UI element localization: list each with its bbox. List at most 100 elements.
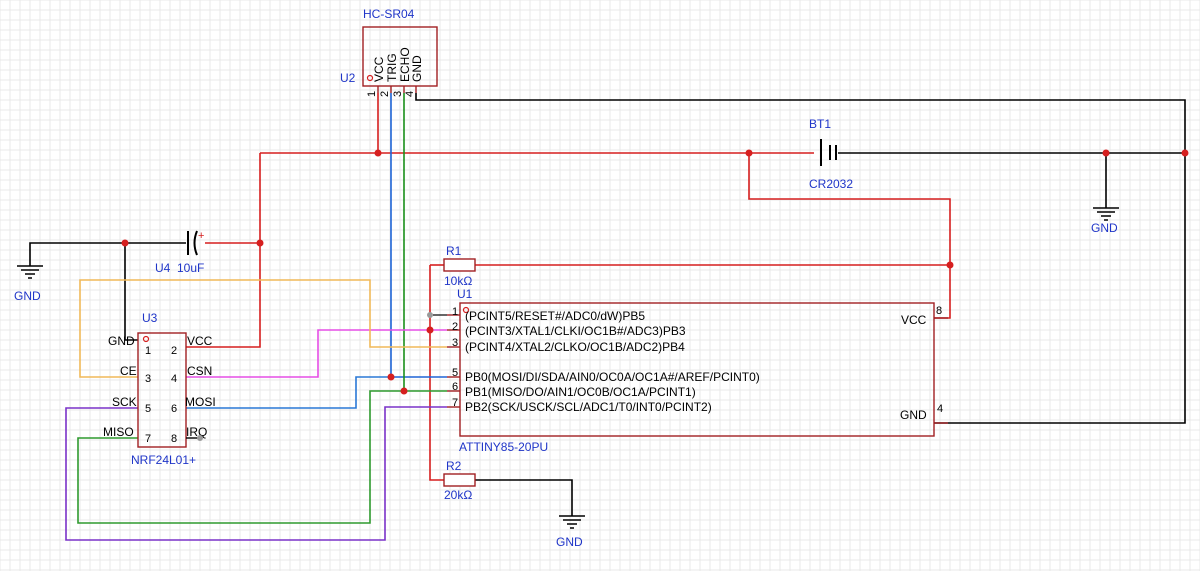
attiny-pinnum: 7 [452, 397, 458, 409]
pin1-marker [142, 335, 150, 343]
nrf-label-mosi: MOSI [185, 395, 216, 409]
ground-symbol-battery [1093, 207, 1119, 221]
junctions [121, 149, 1189, 395]
nrf-label-ce: CE [120, 364, 137, 378]
attiny-pinnum: 1 [452, 306, 458, 318]
junction-dot [400, 387, 408, 395]
nrf-pinnum: 2 [171, 345, 177, 357]
hcsr04-sensor[interactable]: HC-SR04 U2 VCC TRIG ECHO GND 1 2 3 4 [340, 7, 438, 97]
nrf-label-vcc: VCC [187, 334, 213, 348]
hcsr04-pinnum: 2 [379, 91, 391, 97]
wire-divider-vertical[interactable] [429, 265, 444, 481]
nrf24l01-module[interactable]: U3 GND CE SCK MISO VCC CSN MOSI IRQ 1 3 … [103, 311, 216, 467]
ground-symbol-r2 [559, 515, 585, 529]
attiny-pinnum: 6 [452, 381, 458, 393]
nrf-pinnum: 4 [171, 373, 177, 385]
attiny-gnd-label: GND [900, 408, 927, 422]
irq-noconnect [197, 435, 203, 441]
wire-csn[interactable] [186, 329, 447, 378]
attiny-pinnum: 4 [937, 403, 943, 415]
attiny-pin-label-pb4: (PCINT4/XTAL2/CLKO/OC1B/ADC2)PB4 [465, 340, 685, 354]
capacitor-u4[interactable]: + U4 10uF [155, 230, 204, 275]
gnd-label: GND [556, 535, 583, 549]
attiny-pinnum: 8 [936, 305, 942, 317]
resistor-r2[interactable]: R2 20kΩ [443, 459, 476, 502]
resistor-r1[interactable]: R1 10kΩ [443, 244, 476, 288]
junction-dot [946, 261, 954, 269]
wire-gnd-attiny[interactable] [934, 153, 1186, 424]
attiny-body [459, 302, 935, 437]
pb5-noconnect [427, 312, 433, 318]
attiny-pin-label-pb2: PB2(SCK/USCK/SCL/ADC1/T0/INT0/PCINT2) [465, 400, 712, 414]
wire-sck[interactable] [65, 406, 447, 541]
attiny-pin-label-pb5: (PCINT5/RESET#/ADC0/dW)PB5 [465, 309, 645, 323]
nrf-pinnum: 5 [145, 403, 151, 415]
pin1-marker [462, 306, 470, 314]
gnd-label: GND [1091, 221, 1118, 235]
attiny85-chip[interactable]: U1 1 2 3 5 6 7 (PCINT5/RESET#/ADC0/dW)PB… [427, 287, 948, 454]
hcsr04-pin-echo: ECHO [398, 47, 412, 82]
junction-dot [1102, 149, 1110, 157]
attiny-pin-label-pb3: (PCINT3/XTAL1/CLKI/OC1B#/ADC3)PB3 [465, 324, 686, 338]
nrf-pinnum: 7 [145, 433, 151, 445]
capacitor-curved-plate [193, 230, 198, 256]
nrf-body [137, 332, 187, 448]
attiny-pin-label-pb0: PB0(MOSI/DI/SDA/AIN0/OC0A/OC1A#/AREF/PCI… [465, 370, 760, 384]
capacitor-ref: U4 [155, 261, 171, 275]
hcsr04-pin-trig: TRIG [385, 53, 399, 82]
wire-gnd-r2[interactable] [475, 479, 573, 516]
hcsr04-ref: U2 [340, 71, 356, 85]
gnd-label: GND [14, 289, 41, 303]
nrf-pinnum: 1 [145, 345, 151, 357]
nrf-name: NRF24L01+ [131, 453, 196, 467]
battery-ref: BT1 [809, 117, 831, 131]
resistor-body [443, 258, 476, 272]
junction-dot [1181, 149, 1189, 157]
wire-gnd-cap[interactable] [29, 242, 186, 266]
wire-trig[interactable] [390, 93, 447, 378]
junction-dot [256, 239, 264, 247]
nrf-pinnum: 3 [145, 373, 151, 385]
attiny-pinnum: 5 [452, 367, 458, 379]
wire-miso[interactable] [77, 390, 447, 524]
hcsr04-pinnum: 1 [366, 91, 378, 97]
resistor-value: 10kΩ [444, 274, 472, 288]
hcsr04-title: HC-SR04 [363, 7, 415, 21]
wire-gnd-hcsr04[interactable] [415, 93, 1186, 153]
attiny-vcc-label: VCC [901, 313, 927, 327]
attiny-ref: U1 [457, 287, 473, 301]
attiny-pinnum: 3 [452, 337, 458, 349]
attiny-pin-label-pb1: PB1(MISO/DO/AIN1/OC0B/OC1A/PCINT1) [465, 385, 696, 399]
hcsr04-pin-vcc: VCC [372, 56, 386, 82]
nrf-label-csn: CSN [187, 364, 212, 378]
hcsr04-pinnum: 4 [404, 91, 416, 97]
resistor-ref: R1 [446, 244, 462, 258]
wire-vcc-nrf-cap[interactable] [186, 153, 261, 348]
resistor-body [443, 473, 476, 487]
wire-mosi[interactable] [186, 376, 391, 409]
junction-dot [426, 326, 434, 334]
wires [29, 93, 1186, 541]
nrf-pinnum: 8 [171, 433, 177, 445]
nrf-ref: U3 [142, 311, 158, 325]
wire-ce[interactable] [79, 279, 447, 378]
capacitor-value: 10uF [177, 261, 204, 275]
hcsr04-pin-gnd: GND [410, 55, 424, 82]
junction-dot [121, 239, 129, 247]
nrf-label-sck: SCK [112, 395, 137, 409]
battery-bt1[interactable]: BT1 CR2032 [809, 117, 853, 191]
hcsr04-pinnum: 3 [392, 91, 404, 97]
wire-gnd-nrf[interactable] [124, 243, 138, 341]
battery-value: CR2032 [809, 177, 853, 191]
nrf-label-irq: IRQ [186, 425, 207, 439]
junction-dot [374, 149, 382, 157]
attiny-pinnum: 2 [452, 321, 458, 333]
ground-symbol-capacitor [17, 265, 43, 279]
pin1-marker [366, 74, 374, 82]
nrf-label-gnd: GND [108, 334, 135, 348]
resistor-value: 20kΩ [444, 488, 472, 502]
hcsr04-body [362, 26, 438, 87]
junction-dot [745, 149, 753, 157]
